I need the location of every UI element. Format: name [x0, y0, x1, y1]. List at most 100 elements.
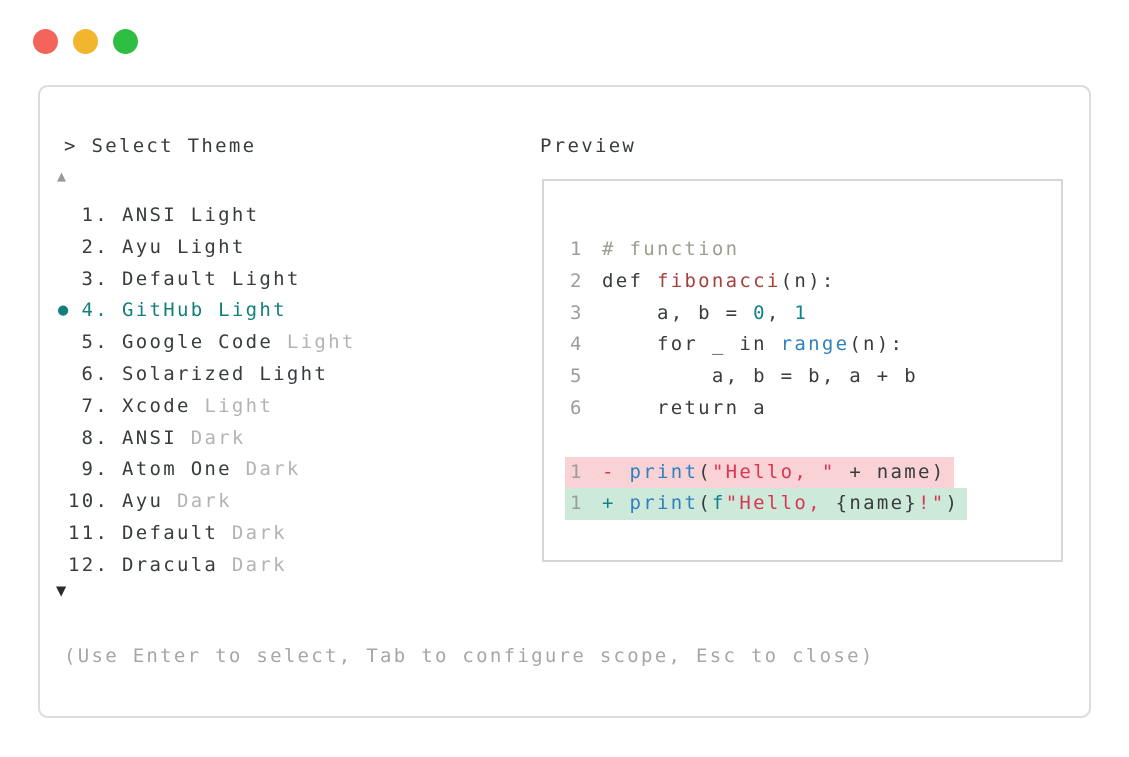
theme-list-item[interactable]: 10.Ayu Dark	[40, 486, 500, 518]
theme-variant: Light	[245, 362, 329, 385]
code-line: 1 # function	[570, 234, 1061, 266]
code-token: 1	[794, 301, 809, 324]
code-token: print	[629, 460, 699, 483]
code-token: (n):	[849, 333, 905, 356]
theme-list-item[interactable]: ●4.GitHub Light	[40, 295, 500, 327]
theme-list-item[interactable]: 5. Google Code Light	[40, 327, 500, 359]
theme-name: Dracula	[122, 553, 219, 576]
code-line: 2 def fibonacci(n):	[570, 266, 1061, 298]
line-number: 2	[570, 269, 584, 292]
theme-variant: Light	[163, 235, 246, 258]
close-button[interactable]	[33, 29, 58, 54]
theme-variant: Dark	[218, 521, 287, 544]
code-token: # function	[602, 238, 740, 260]
code-token: (	[698, 460, 712, 483]
code-token: for _ in	[602, 333, 781, 356]
theme-name: Solarized	[122, 362, 246, 385]
theme-name: Xcode	[122, 394, 191, 417]
theme-list-item[interactable]: 7. Xcode Light	[40, 391, 500, 423]
code-token: def	[602, 269, 657, 292]
preview-title: Preview	[540, 135, 637, 157]
diff-highlight: 1- print("Hello, " + name)	[565, 456, 954, 489]
code-line: 6 return a	[570, 393, 1061, 425]
footer-hint: (Use Enter to select, Tab to configure s…	[64, 645, 875, 667]
theme-list-item[interactable]: 11.Default Dark	[40, 518, 500, 550]
theme-variant: Dark	[231, 458, 301, 481]
theme-list-item[interactable]: 12. Dracula Dark	[40, 550, 500, 582]
theme-list-item[interactable]: 8. ANSI Dark	[40, 423, 500, 455]
line-number: 3	[570, 301, 584, 324]
code-token: )	[945, 492, 960, 515]
code-token: range	[780, 333, 850, 356]
theme-item-number: 7.	[81, 394, 109, 417]
selected-item-marker: ●	[58, 300, 69, 321]
scroll-down-indicator: ▼	[56, 581, 67, 601]
line-number: 1	[570, 238, 584, 260]
code-token: + name)	[835, 460, 946, 483]
minimize-button[interactable]	[73, 29, 98, 54]
diff-highlight: 1 + print(f"Hello, {name}!")	[565, 488, 968, 521]
theme-variant: Light	[176, 204, 260, 226]
line-number: 6	[570, 396, 584, 419]
code-line: 3 a, b = 0, 1	[570, 298, 1061, 330]
theme-name: GitHub	[122, 299, 205, 322]
code-token: {name}	[835, 492, 919, 515]
theme-name: ANSI	[122, 426, 177, 449]
theme-name: Default	[122, 267, 219, 290]
theme-name: Ayu	[122, 490, 164, 513]
theme-item-number: 2.	[81, 235, 109, 258]
theme-variant: Light	[190, 394, 274, 417]
theme-item-number: 5.	[81, 331, 109, 354]
code-token: fibonacci	[656, 269, 781, 292]
diff-line-add: 1 + print(f"Hello, {name}!")	[565, 488, 1061, 521]
theme-variant: Light	[273, 331, 356, 354]
code-token: a, b = b, a + b	[602, 365, 918, 388]
theme-name: Google Code	[122, 331, 274, 354]
code-token: (	[698, 492, 712, 515]
theme-list-item[interactable]: 3. Default Light	[40, 264, 500, 296]
theme-item-number: 1.	[81, 204, 109, 226]
theme-variant: Light	[218, 267, 301, 290]
code-token: +	[602, 492, 630, 515]
code-token: print	[629, 492, 699, 515]
code-token: !"	[918, 492, 946, 515]
theme-list-item[interactable]: 6. Solarized Light	[40, 359, 500, 391]
line-number: 1	[570, 460, 584, 483]
code-token: f	[711, 492, 726, 515]
theme-item-number: 12.	[68, 553, 110, 576]
theme-list-item[interactable]: 1. ANSI Light	[40, 200, 500, 232]
theme-item-number: 6.	[81, 362, 109, 385]
code-token: 0	[753, 301, 767, 324]
theme-list-item[interactable]: 9. Atom One Dark	[40, 454, 500, 486]
selector-title: > Select Theme	[64, 135, 257, 157]
theme-item-number: 9.	[81, 458, 109, 481]
line-number: 4	[570, 333, 584, 356]
theme-variant: Dark	[218, 553, 287, 576]
code-token: return a	[602, 396, 767, 419]
scroll-up-indicator: ▲	[57, 167, 67, 185]
code-token: "Hello,	[725, 492, 836, 515]
line-number: 1	[570, 492, 584, 515]
maximize-button[interactable]	[113, 29, 138, 54]
code-line: 5 a, b = b, a + b	[570, 361, 1061, 393]
code-token: -	[602, 460, 630, 483]
theme-name: Atom One	[122, 458, 232, 481]
line-number: 5	[570, 365, 584, 388]
window-controls	[33, 29, 138, 54]
theme-item-number: 3.	[81, 267, 109, 290]
diff-line-del: 1- print("Hello, " + name)	[565, 456, 1061, 489]
theme-list-item[interactable]: 2.Ayu Light	[40, 232, 500, 264]
code-token: ,	[766, 301, 795, 324]
theme-name: ANSI	[122, 204, 177, 226]
code-token: "Hello, "	[711, 460, 836, 483]
code-token: (n):	[780, 269, 836, 292]
theme-item-number: 11.	[68, 521, 110, 544]
code-line: 4 for _ in range(n):	[570, 329, 1061, 361]
theme-item-number: 8.	[81, 426, 109, 449]
code-token: a, b =	[602, 301, 754, 324]
theme-variant: Dark	[176, 426, 246, 449]
